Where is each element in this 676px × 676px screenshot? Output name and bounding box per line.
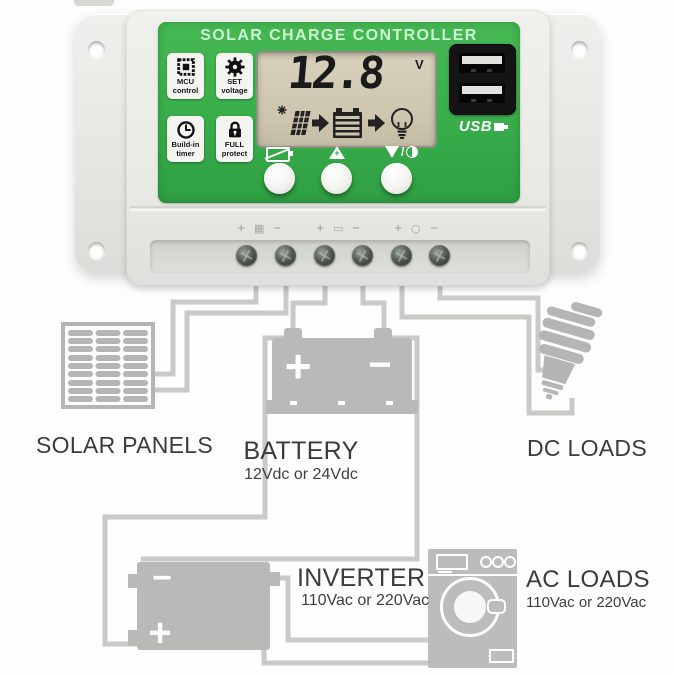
battery-select-icon	[266, 146, 293, 162]
feature-mcu-control: MCU control	[167, 53, 204, 99]
mount-hole-top-right	[571, 41, 588, 58]
wire-battery-to-inverter-plus	[102, 335, 294, 647]
usb-plug-icon	[494, 122, 509, 131]
wire-inverter-to-acload-2	[261, 650, 450, 666]
battery-icon: + −	[266, 328, 418, 414]
dc-loads-label: DC LOADS	[527, 435, 647, 461]
terminal-mark-plus: +	[316, 223, 325, 234]
device-title: SOLAR CHARGE CONTROLLER	[200, 27, 478, 44]
solar-panel-icon	[61, 322, 155, 409]
mount-hole-bottom-right	[571, 242, 588, 259]
panel-step-line	[130, 206, 546, 208]
feature-full-protect: FULL protect	[216, 116, 253, 162]
battery-sublabel: 12Vdc or 24Vdc	[244, 466, 358, 483]
photo-edge-artifact	[74, 0, 114, 6]
slash-glyph: /	[401, 145, 405, 159]
inverter-minus-mark: −	[152, 559, 172, 597]
ac-loads-label: AC LOADS	[526, 566, 650, 593]
gear-icon	[224, 57, 245, 77]
down-light-icon: /	[385, 144, 419, 160]
lamp-mark-icon: ○	[411, 222, 421, 235]
lcd-battery-icon	[333, 108, 362, 138]
inverter-label: INVERTER	[297, 564, 426, 592]
solar-panels-label: SOLAR PANELS	[36, 432, 214, 458]
battery-label: BATTERY	[243, 437, 359, 465]
down-button[interactable]	[381, 163, 412, 194]
feature-set-voltage: SET voltage	[216, 53, 253, 99]
terminal-mark-minus: −	[430, 223, 439, 234]
feature-label: MCU	[176, 77, 195, 86]
up-plus-icon: +	[329, 144, 345, 160]
inverter-sublabel: 110Vac or 220Vac	[301, 592, 430, 609]
wire-solar-negative	[152, 284, 289, 393]
up-button[interactable]	[321, 163, 352, 194]
battery-minus-mark: −	[368, 343, 391, 387]
terminal-screw-load-plus[interactable]	[391, 245, 412, 266]
feature-label: protect	[221, 148, 248, 158]
terminal-screw-solar-plus[interactable]	[236, 245, 257, 266]
feature-label: FULL	[224, 140, 245, 149]
usb-port-2[interactable]	[459, 83, 505, 103]
wire-battery-positive	[290, 284, 328, 333]
battery-plus-mark: +	[285, 340, 312, 392]
ac-loads-sublabel: 110Vac or 220Vac	[526, 594, 647, 611]
usb-label: USB	[449, 118, 514, 135]
lcd-solar-panel-icon	[277, 105, 311, 135]
usb-tongue	[462, 56, 502, 64]
select-button[interactable]	[264, 163, 295, 194]
usb-tongue	[462, 86, 502, 94]
washing-machine-icon	[428, 549, 517, 668]
battery-select-glyph	[266, 146, 293, 162]
feature-build-in-timer: Build-in timer	[167, 116, 204, 162]
wire-load-positive	[399, 284, 575, 416]
mount-hole-bottom-left	[88, 242, 105, 259]
usb-ports-block	[449, 44, 516, 115]
usb-port-1[interactable]	[459, 53, 505, 73]
cfl-bulb-icon	[538, 301, 603, 400]
terminal-mark-minus: −	[273, 223, 282, 234]
inverter-plus-mark: +	[148, 611, 171, 655]
wire-battery-negative	[360, 284, 387, 333]
terminal-mark-plus: +	[394, 223, 403, 234]
terminal-screw-battery-plus[interactable]	[314, 245, 335, 266]
wire-load-negative	[437, 284, 546, 373]
feature-label: Build-in	[171, 140, 200, 149]
lcd-lamp-icon	[391, 108, 413, 139]
down-triangle-glyph	[385, 146, 399, 158]
lcd-voltage-unit: V	[415, 57, 424, 72]
terminal-strip	[150, 240, 530, 273]
feature-label: control	[172, 85, 199, 95]
panel-step-highlight	[130, 209, 546, 211]
battery-mark-icon: ▭	[333, 222, 344, 235]
feature-label: SET	[227, 77, 242, 86]
clock-icon	[176, 121, 195, 139]
up-triangle-glyph: +	[329, 145, 345, 159]
mount-hole-top-left	[88, 41, 105, 58]
chip-icon	[176, 58, 195, 76]
feature-label: voltage	[221, 85, 248, 95]
lock-icon	[228, 121, 241, 138]
terminal-mark-plus: +	[237, 223, 246, 234]
day-night-glyph	[406, 146, 419, 158]
feature-label: timer	[176, 148, 195, 158]
lcd-flow-icons	[277, 105, 413, 139]
inverter-icon: − +	[128, 559, 280, 655]
lcd-voltage-value: 12.8	[285, 48, 385, 99]
terminal-screw-solar-minus[interactable]	[275, 245, 296, 266]
wire-solar-positive	[152, 284, 259, 377]
terminal-mark-minus: −	[352, 223, 361, 234]
solar-mark-icon: ▦	[254, 222, 265, 235]
terminal-screw-battery-minus[interactable]	[352, 245, 373, 266]
arrow-right-icon	[368, 114, 385, 132]
arrow-right-icon	[312, 114, 329, 132]
terminal-screw-load-minus[interactable]	[429, 245, 450, 266]
